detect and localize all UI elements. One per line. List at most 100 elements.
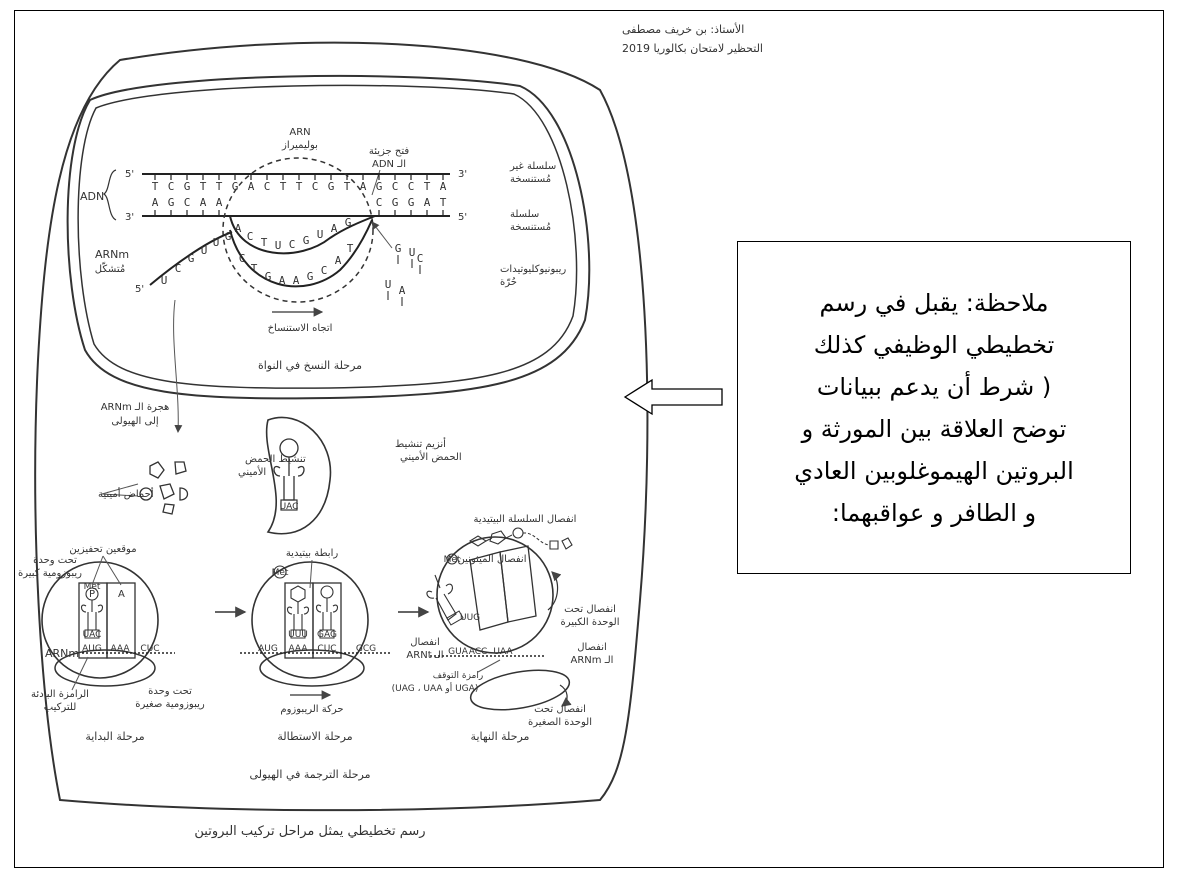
large-release-line1: انفصال تحت <box>564 604 616 615</box>
rna-polymerase-line1: ARN <box>289 127 310 138</box>
template-line1: سلسلة <box>510 209 539 220</box>
loop-bottom-base: C <box>321 264 328 277</box>
arnm-forming: مُتشكّل <box>95 261 125 275</box>
top-base: T <box>280 180 287 193</box>
top-base: C <box>392 180 399 193</box>
termination-small-subunit <box>469 669 571 711</box>
binding-sites-label: موقعين تحفيزين <box>69 544 136 555</box>
trna-release-line2: الـ ARNt <box>406 650 443 661</box>
elong-codon-2: AAA <box>289 644 309 654</box>
activation-trna <box>273 438 305 511</box>
loop-bottom-base: A <box>279 274 286 287</box>
loop-bottom-base: A <box>293 274 300 287</box>
term-codon-3: UAA <box>493 647 513 657</box>
prime-5-mrna: 5' <box>135 284 144 295</box>
amino-acids-label: أحماض أمينية <box>98 487 154 500</box>
non-template-line1: سلسلة غير <box>509 161 556 172</box>
mrna-tail-base: G <box>188 252 195 265</box>
trna-release-line1: انفصال <box>410 637 440 648</box>
free-nucleotide: C <box>417 252 424 265</box>
cell-membrane <box>34 41 649 812</box>
elong-codon-4: GCG <box>356 644 376 654</box>
adn-opening-line2: الـ ADN <box>372 159 406 170</box>
non-template-line2: مُستنسخة <box>510 174 551 185</box>
loop-top-base: U <box>317 228 324 241</box>
top-strand-ticks <box>154 174 444 180</box>
loop-top-base: A <box>235 222 242 235</box>
translation-phase-title: مرحلة الترجمة في الهيولى <box>249 768 370 781</box>
top-base: G <box>232 180 239 193</box>
elongation-trnas <box>273 565 339 639</box>
bottom-right-base: A <box>424 196 431 209</box>
enzyme-line2: الحمض الأميني <box>400 450 462 463</box>
p-site-label: P <box>89 589 95 600</box>
elongation-a-site <box>312 582 342 659</box>
mrna-tail-base: U <box>161 274 168 287</box>
top-base: C <box>312 180 319 193</box>
elong-anticodon-1: UUU <box>288 630 308 640</box>
top-base: T <box>296 180 303 193</box>
released-trna-anticodon: UUG <box>460 613 480 623</box>
elong-codon-3: CUC <box>317 644 336 654</box>
loop-top-base: U <box>275 239 282 252</box>
bottom-right-base: G <box>408 196 415 209</box>
page-frame <box>14 10 1164 868</box>
migration-arrow <box>173 299 183 433</box>
loop-top-base: C <box>289 238 296 251</box>
termination-title: مرحلة النهاية <box>471 730 530 743</box>
activating-enzyme <box>265 416 332 535</box>
initiation-anticodon: UAC <box>83 630 102 640</box>
initiation-arnm-label: ARNm <box>45 647 79 660</box>
large-release-arrow <box>547 571 562 611</box>
small-release-line1: انفصال تحت <box>534 704 586 715</box>
loop-top-base: C <box>247 230 254 243</box>
released-peptide <box>468 527 573 550</box>
prime-5-bottom: 5' <box>458 212 467 223</box>
free-nucleotide: G <box>395 242 402 255</box>
template-line2: مُستنسخة <box>510 222 551 233</box>
activation-anticodon: UAC <box>280 502 299 512</box>
loop-bottom-base: T <box>251 262 258 275</box>
template-loop-lower <box>229 219 373 288</box>
init-codon-2: AAA <box>111 644 131 654</box>
note-line-2: تخطيطي الوظيفي كذلك <box>813 330 1055 359</box>
bottom-left-base: A <box>200 196 207 209</box>
mrna-release-line2: الـ ARNm <box>571 655 614 666</box>
top-base: A <box>360 180 367 193</box>
amino-acids-cluster <box>139 461 189 515</box>
peptide-release-label: انفصال السلسلة البيتيدية <box>474 514 577 525</box>
top-base: C <box>408 180 415 193</box>
initiation-title: مرحلة البداية <box>85 730 144 743</box>
loop-bottom-base: G <box>265 270 272 283</box>
mrna-tail-base: G <box>225 230 232 243</box>
nuclear-envelope-inner <box>77 84 578 389</box>
met-release-label: انفصال الميثونين <box>457 554 526 565</box>
elongation-title: مرحلة الاستطالة <box>277 730 352 743</box>
header-exam: التحظير لامتحان بكالوريا 2019 <box>622 42 763 55</box>
termination-a-site <box>499 545 537 623</box>
note-pointer-arrow <box>623 378 723 416</box>
stop-codon-line1: رامزة التوقف <box>433 671 483 681</box>
direction-label: اتجاه الاستنساخ <box>268 323 333 334</box>
loop-top-base: T <box>261 236 268 249</box>
free-nucleotide-arrow <box>371 221 393 249</box>
top-base: T <box>344 180 351 193</box>
bottom-right-base: G <box>392 196 399 209</box>
migration-line2: إلى الهيولى <box>111 416 159 427</box>
ribosome-movement-label: حركة الريبوزوم <box>280 704 343 715</box>
arnm-label: ARNm <box>95 248 129 261</box>
top-base: T <box>424 180 431 193</box>
migration-line1: هجرة الـ ARNm <box>101 402 170 413</box>
top-base: T <box>200 180 207 193</box>
bottom-left-base: A <box>152 196 159 209</box>
bottom-left-base: C <box>184 196 191 209</box>
mrna-loop-upper <box>229 215 376 255</box>
free-nucleotide: A <box>399 284 406 297</box>
top-base: T <box>152 180 159 193</box>
mrna-tail <box>149 231 233 286</box>
